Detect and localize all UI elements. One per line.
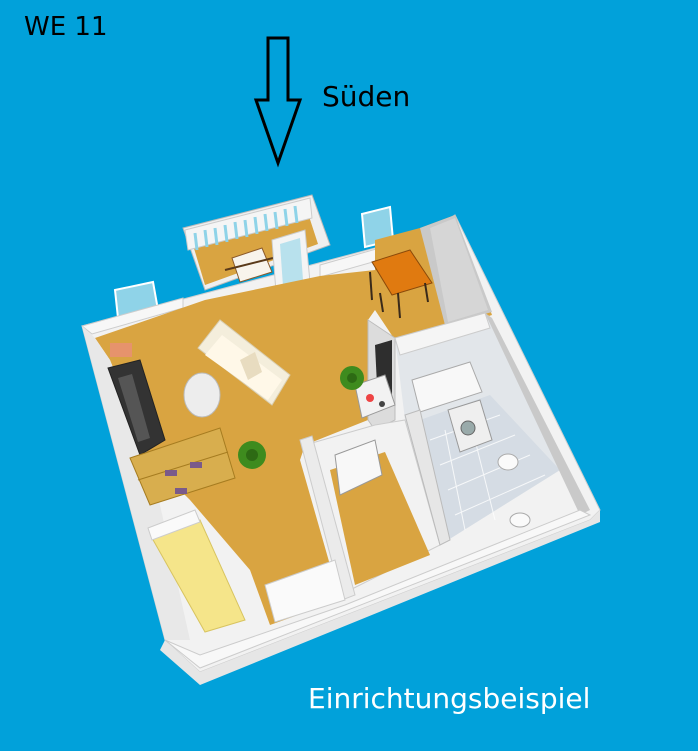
dining-table (371, 249, 433, 296)
sideboard (129, 427, 236, 506)
living-room-floor (95, 270, 375, 625)
low-cabinet (264, 559, 346, 623)
sink (497, 453, 519, 471)
plant-icon (238, 441, 266, 469)
arrow-down-icon (253, 36, 303, 168)
bed (147, 509, 246, 633)
sofa (197, 319, 291, 406)
compass-label: Süden (322, 80, 411, 113)
caption: Einrichtungsbeispiel (308, 682, 591, 715)
kitchen (369, 215, 492, 340)
plant-icon-2 (340, 366, 364, 390)
balcony (182, 194, 331, 293)
coffee-table (183, 372, 221, 418)
toilet (509, 512, 531, 528)
wall-decoration (110, 343, 132, 357)
bathtub (411, 361, 483, 413)
unit-title: WE 11 (24, 12, 108, 42)
